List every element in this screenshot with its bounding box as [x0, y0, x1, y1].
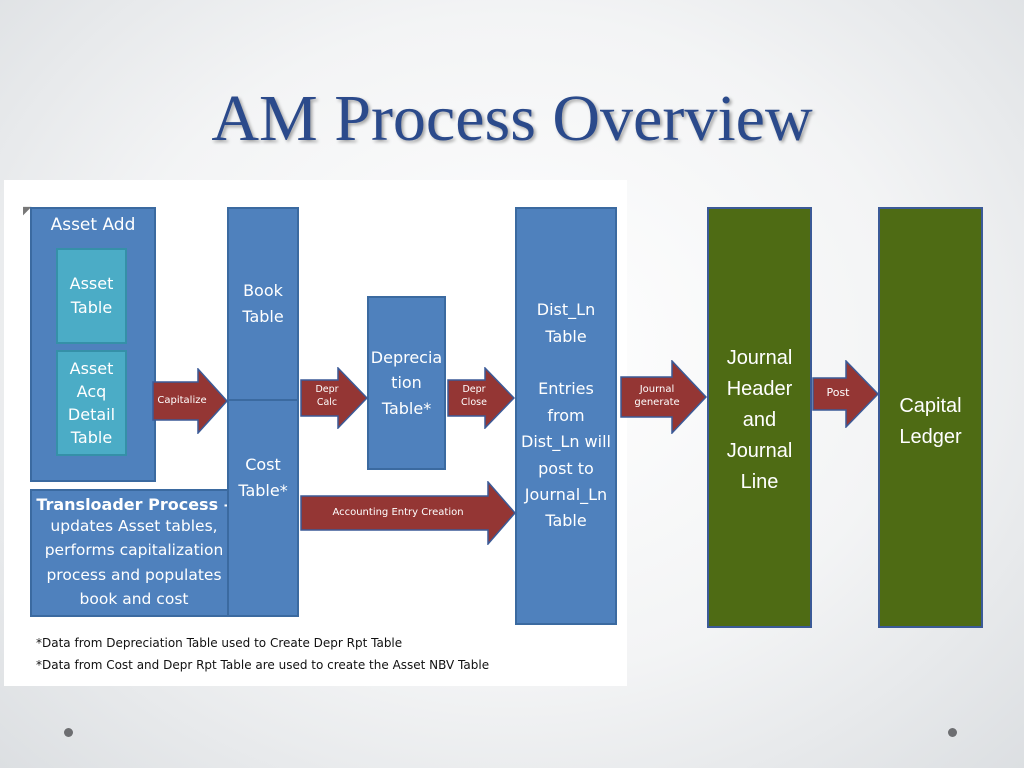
transloader-heading: Transloader Process – [36, 495, 232, 515]
footnote-1: *Data from Depreciation Table used to Cr… [36, 636, 403, 650]
asset-acq-detail-label: Asset Acq Detail Table [67, 358, 116, 448]
capital-ledger-label: Capital Ledger [899, 395, 962, 448]
dist-ln-table-label: Dist_Ln Table Entries from Dist_Ln will … [521, 300, 611, 531]
asset-table-label: Asset Table [69, 274, 114, 317]
depreciation-table-box: Deprecia tion Table* [367, 296, 446, 470]
book-table-label: Book Table [242, 281, 284, 326]
post-arrow [812, 360, 880, 428]
journal-generate-arrow [620, 360, 708, 434]
capitalize-arrow [152, 368, 228, 434]
dist-ln-table-box: Dist_Ln Table Entries from Dist_Ln will … [515, 207, 617, 625]
cursor-icon: ◤ [23, 205, 32, 217]
book-table-box: Book Table [227, 207, 299, 401]
depr-close-label: Depr Close [461, 384, 487, 408]
journal-generate-label: Journal generate [634, 384, 680, 408]
depreciation-table-label: Deprecia tion Table* [370, 347, 443, 418]
cost-table-label: Cost Table* [238, 455, 288, 500]
asset-acq-detail-box: Asset Acq Detail Table [56, 350, 127, 456]
asset-table-box: Asset Table [56, 248, 127, 344]
depr-calc-arrow [300, 367, 368, 429]
depr-calc-label: Depr Calc [315, 384, 339, 408]
footnote-2: *Data from Cost and Depr Rpt Table are u… [36, 658, 490, 672]
accounting-entry-label: Accounting Entry Creation [332, 507, 464, 518]
post-label: Post [826, 386, 850, 399]
journal-header-line-label: Journal Header and Journal Line [726, 347, 793, 493]
depr-close-arrow [447, 367, 515, 429]
journal-header-line-box: Journal Header and Journal Line [707, 207, 812, 628]
transloader-box: Transloader Process – updates Asset tabl… [30, 489, 238, 617]
slide-title: AM Process Overview [211, 82, 813, 155]
capital-ledger-box: Capital Ledger [878, 207, 983, 628]
transloader-body: updates Asset tables, performs capitaliz… [44, 517, 224, 608]
asset-add-label: Asset Add [50, 215, 136, 235]
capitalize-label: Capitalize [157, 395, 207, 406]
cost-table-box: Cost Table* [227, 399, 299, 617]
accounting-entry-arrow [300, 481, 516, 545]
nav-dot-left [64, 728, 73, 737]
nav-dot-right [948, 728, 957, 737]
diagram-panel: ◤ Asset Add Asset Table Asset Acq Detail… [4, 180, 627, 686]
